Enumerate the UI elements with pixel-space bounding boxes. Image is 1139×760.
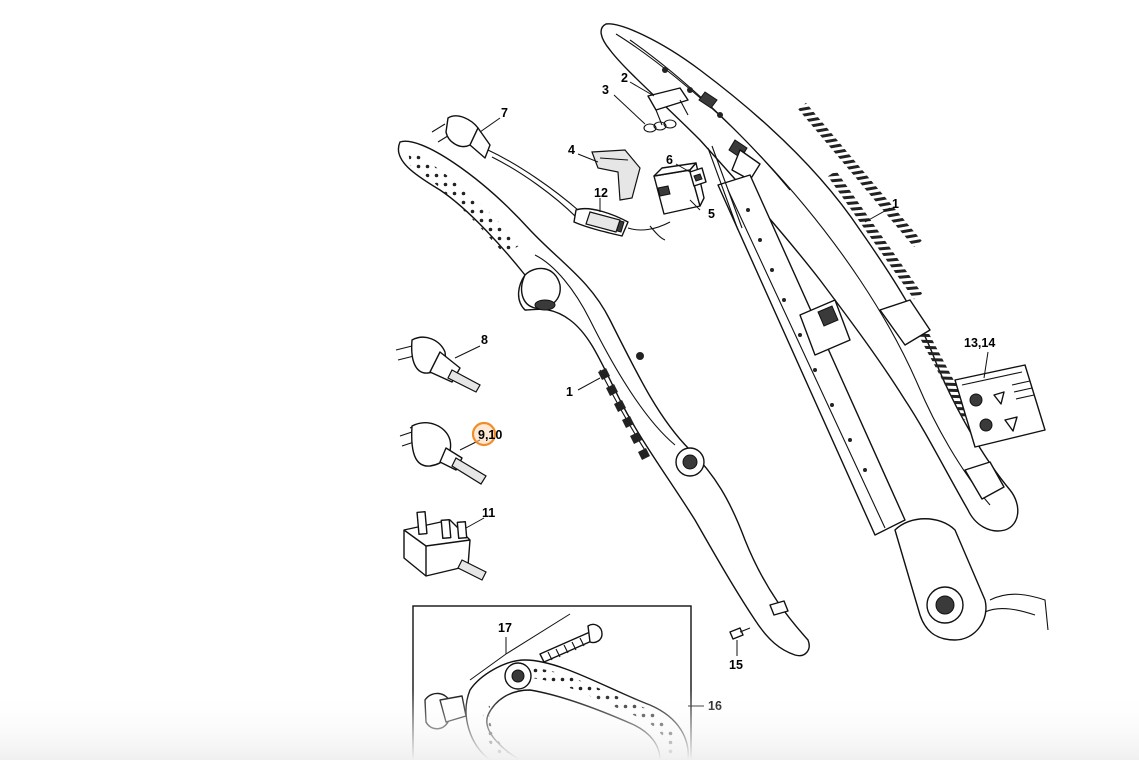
part-2-clip[interactable] (647, 87, 689, 126)
part-4-trigger[interactable] (591, 149, 641, 201)
callout-labels: 1 1 2 3 4 5 6 7 8 9,10 11 12 13,14 15 16… (478, 71, 995, 713)
label-part-3[interactable]: 3 (602, 83, 609, 97)
label-part-13-14[interactable]: 13,14 (964, 336, 995, 350)
label-part-4[interactable]: 4 (568, 143, 575, 157)
shaft-tube[interactable] (707, 145, 906, 536)
part-3-spring[interactable] (643, 119, 677, 133)
part-11-uk-plug[interactable] (403, 510, 487, 581)
part-6-terminal[interactable] (689, 167, 707, 187)
part-8-euro-plug[interactable] (395, 336, 481, 393)
label-part-7[interactable]: 7 (501, 106, 508, 120)
label-part-11[interactable]: 11 (482, 506, 495, 520)
leader-lines (454, 81, 989, 707)
label-part-8[interactable]: 8 (481, 333, 488, 347)
part-9-10-round-plug[interactable] (399, 422, 487, 485)
label-part-15[interactable]: 15 (729, 658, 743, 672)
part-13-14-decal[interactable] (954, 364, 1046, 448)
housing-left-half[interactable] (397, 140, 810, 657)
highlight-marker (471, 421, 497, 447)
label-part-17[interactable]: 17 (498, 621, 512, 635)
label-part-6[interactable]: 6 (666, 153, 673, 167)
label-part-9-10[interactable]: 9,10 (478, 428, 502, 442)
label-part-1-right[interactable]: 1 (892, 197, 899, 211)
part-12-cable-sleeve[interactable] (585, 211, 621, 233)
housing-right-half[interactable] (600, 23, 1019, 532)
label-part-2[interactable]: 2 (621, 71, 628, 85)
label-part-1-left[interactable]: 1 (566, 385, 573, 399)
part-15-screw[interactable] (729, 627, 751, 640)
label-part-5[interactable]: 5 (708, 207, 715, 221)
part-17-bolt[interactable] (539, 623, 603, 663)
bottom-fade (0, 690, 1139, 760)
motor-head[interactable] (894, 518, 1049, 641)
label-part-12[interactable]: 12 (594, 186, 608, 200)
